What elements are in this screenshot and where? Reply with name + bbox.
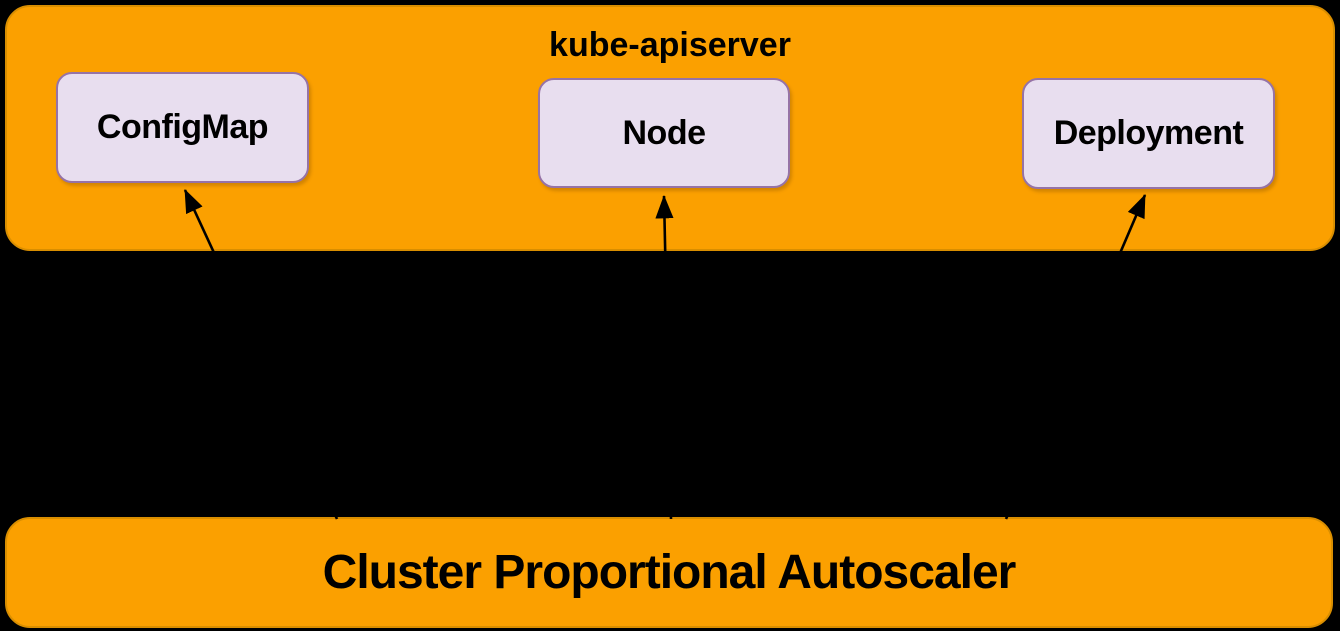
cluster-proportional-autoscaler-group: Cluster Proportional Autoscaler <box>5 517 1333 628</box>
node-node: Node <box>538 78 790 188</box>
node-node-label: Node <box>622 113 707 152</box>
kube-apiserver-group-title: kube-apiserver <box>549 26 791 64</box>
cluster-proportional-autoscaler-label: Cluster Proportional Autoscaler <box>322 546 1017 599</box>
deployment-node: Deployment <box>1022 78 1275 189</box>
configmap-node-label: ConfigMap <box>96 108 269 146</box>
deployment-node-label: Deployment <box>1053 114 1244 152</box>
configmap-node: ConfigMap <box>56 72 309 183</box>
